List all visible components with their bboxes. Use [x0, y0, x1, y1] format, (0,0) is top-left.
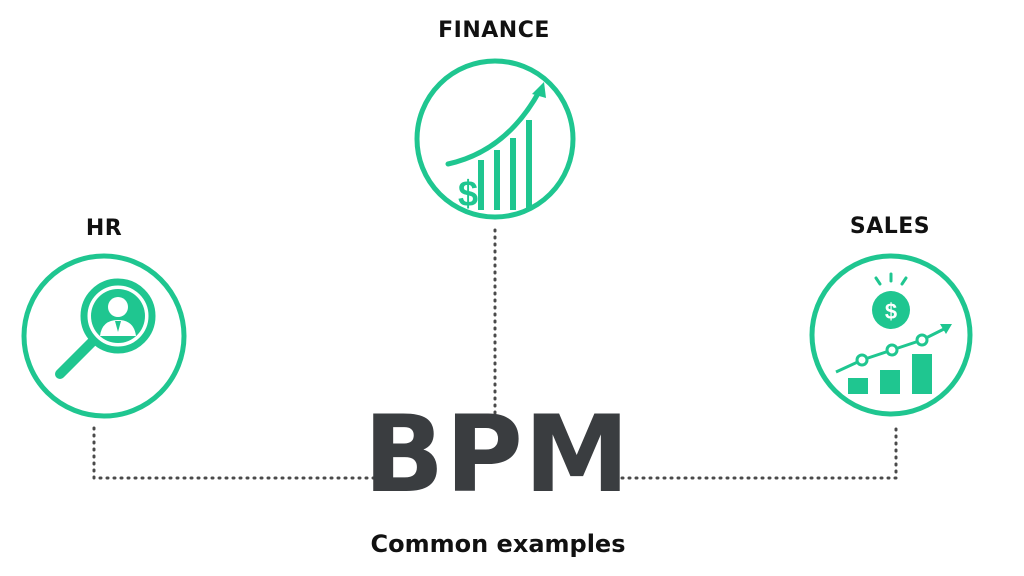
- connector-hr: [92, 426, 376, 480]
- connector-sales: [620, 426, 898, 480]
- sales-growth-icon: $: [806, 250, 976, 420]
- svg-text:$: $: [885, 299, 897, 324]
- bpm-title: BPM: [363, 393, 631, 516]
- finance-growth-icon: $: [412, 56, 578, 222]
- sales-label: SALES: [849, 214, 931, 239]
- hr-search-person-icon: [18, 250, 190, 422]
- hr-label: HR: [85, 216, 123, 241]
- svg-text:$: $: [458, 173, 478, 214]
- common-examples-subtitle: Common examples: [370, 530, 626, 558]
- finance-label: FINANCE: [438, 18, 550, 43]
